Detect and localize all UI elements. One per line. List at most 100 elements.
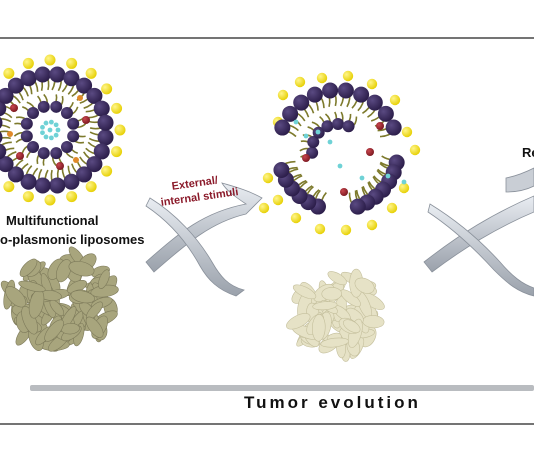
gold-nanoparticle [22, 57, 34, 69]
tumor-cell [19, 258, 38, 277]
gold-nanoparticle [101, 83, 113, 95]
lipid-head [97, 114, 114, 131]
lipid-head [306, 86, 323, 103]
lipid-head [293, 94, 310, 111]
lipid-head [67, 130, 80, 143]
gold-nanoparticle [340, 224, 352, 236]
lipid-head [321, 120, 334, 133]
lipid-head [349, 198, 366, 215]
lipid-head [63, 70, 80, 87]
lipid-head [332, 118, 344, 130]
gold-nanoparticle [366, 78, 378, 90]
tumor-cell [292, 284, 317, 300]
red-nanoparticle [302, 154, 310, 162]
lipid-head [342, 120, 355, 133]
lipid-head [76, 77, 93, 94]
tumor-cell [55, 259, 72, 283]
lipid-head [307, 135, 320, 148]
gold-nanoparticle [366, 219, 378, 231]
lipid-tail [0, 110, 13, 119]
red-nanoparticle [376, 122, 384, 130]
liposome-label-line1: Multifunctional [6, 213, 99, 228]
cyan-molecule [40, 124, 45, 130]
lipid-head [63, 173, 80, 190]
gold-nanoparticle [277, 89, 289, 101]
liposome-label-line2: o-plasmonic liposomes [0, 232, 145, 247]
lipid-tail [0, 136, 11, 140]
lipid-head [353, 86, 370, 103]
lipid-head [49, 66, 66, 83]
orange-nanoparticle [77, 95, 83, 101]
red-nanoparticle [56, 162, 64, 170]
lipid-head [27, 107, 40, 120]
gold-nanoparticle [389, 94, 401, 106]
lipid-head [7, 77, 24, 94]
cyan-molecule [40, 130, 45, 136]
lipid-head [0, 87, 14, 104]
gold-nanoparticle [398, 182, 410, 194]
cyan-molecule [315, 129, 321, 135]
lipid-head [86, 156, 103, 173]
curved-arrow-icon [145, 182, 263, 297]
lipid-head [76, 166, 93, 183]
liposome-icon [0, 54, 126, 206]
lipid-head [274, 119, 291, 136]
curved-arrow-icon [423, 167, 534, 297]
gold-nanoparticle [272, 194, 284, 206]
cyan-molecule [43, 134, 49, 140]
lipid-head [27, 140, 40, 153]
gold-nanoparticle [22, 191, 34, 203]
gold-nanoparticle [85, 181, 97, 193]
lipid-head [7, 166, 24, 183]
lipid-head [20, 130, 33, 143]
lipid-head [385, 119, 402, 136]
gold-nanoparticle [66, 191, 78, 203]
red-nanoparticle [82, 116, 90, 124]
cyan-molecule [337, 163, 343, 169]
gold-nanoparticle [409, 144, 421, 156]
lipid-head [0, 143, 7, 160]
orange-nanoparticle [73, 157, 79, 163]
tumor-cell [98, 269, 110, 289]
cyan-molecule [53, 122, 59, 128]
lipid-head [97, 129, 114, 146]
gold-nanoparticle [290, 212, 302, 224]
lipid-head [20, 70, 37, 87]
lipid-head [50, 147, 63, 160]
lipid-head [49, 177, 66, 194]
lipid-head [20, 117, 33, 130]
red-nanoparticle [10, 104, 18, 112]
gold-nanoparticle [294, 76, 306, 88]
tumor-cell [70, 290, 95, 304]
axis-label: Tumor evolution [244, 393, 421, 412]
red-nanoparticle [16, 152, 24, 160]
gold-nanoparticle [342, 70, 354, 82]
lipid-head [37, 147, 50, 160]
gold-nanoparticle [44, 54, 56, 66]
tumor-cell [321, 287, 342, 301]
cyan-molecule [48, 119, 54, 125]
lipid-head [0, 131, 3, 144]
tumor-cell [44, 319, 64, 342]
gold-nanoparticle [3, 67, 15, 79]
lipid-tail [0, 141, 12, 148]
lipid-head [60, 140, 73, 153]
lipid-head [37, 100, 50, 113]
tumor-cell [85, 316, 104, 338]
cyan-molecule [47, 127, 53, 133]
lipid-tail [0, 118, 12, 123]
lipid-head [34, 177, 51, 194]
gold-nanoparticle [258, 202, 270, 214]
gold-nanoparticle [85, 67, 97, 79]
gold-nanoparticle [262, 172, 274, 184]
lipid-head [0, 156, 14, 173]
cyan-molecule [303, 133, 309, 139]
timeline-axis [30, 385, 534, 391]
tumor-cell [18, 280, 46, 293]
gold-nanoparticle [3, 181, 15, 193]
cyan-molecule [327, 139, 333, 145]
cyan-molecule [53, 132, 59, 138]
lipid-head [67, 117, 80, 130]
lipid-head [273, 162, 290, 179]
lipid-head [377, 105, 394, 122]
